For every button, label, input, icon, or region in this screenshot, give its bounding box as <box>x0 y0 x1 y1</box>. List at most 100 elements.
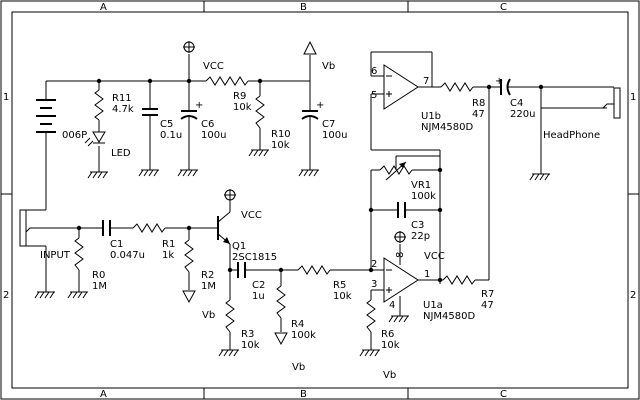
ground-c7 <box>298 169 319 177</box>
c7-name: C7 <box>322 119 335 130</box>
vb-symbol-top <box>303 40 317 55</box>
ground-headphone <box>529 173 550 181</box>
r9-name: R9 <box>233 91 246 102</box>
r2-value: 1M <box>201 281 216 292</box>
ground-r6 <box>359 349 380 357</box>
c3-name: C3 <box>411 220 424 231</box>
battery-label: 006P <box>62 130 87 141</box>
c7-polarity: + <box>316 100 324 111</box>
r1-value: 1k <box>162 250 174 261</box>
vb-r2-label: Vb <box>202 310 215 321</box>
u1b-pin-5: 5 <box>371 90 377 101</box>
vr1-value: 100k <box>411 191 436 202</box>
r0-value: 1M <box>92 281 107 292</box>
c2-name: C2 <box>252 280 265 291</box>
resistor-r0 <box>74 237 84 271</box>
ground-c5 <box>138 169 159 177</box>
vb-symbol-r2 <box>182 290 196 304</box>
u1b-value: NJM4580D <box>421 122 474 133</box>
r7-value: 47 <box>481 300 494 311</box>
c4-name: C4 <box>510 98 523 109</box>
ground-c6 <box>177 169 198 177</box>
r8-value: 47 <box>472 109 485 120</box>
r10-value: 10k <box>271 140 290 151</box>
opamp-u1b <box>383 64 419 110</box>
wires <box>34 51 607 350</box>
u1a-pin-4: 4 <box>389 300 395 311</box>
q1-name: Q1 <box>232 241 246 252</box>
c6-polarity: + <box>195 100 203 111</box>
c5-value: 0.1u <box>160 130 182 141</box>
resistor-r1 <box>132 223 166 233</box>
border-col-b-top: B <box>300 2 307 13</box>
r2-name: R2 <box>201 270 214 281</box>
u1a-value: NJM4580D <box>423 311 476 322</box>
c1-name: C1 <box>110 239 123 250</box>
r1-name: R1 <box>162 239 175 250</box>
c4-polarity: + <box>495 76 503 87</box>
battery-006p <box>36 99 56 133</box>
ground-r3 <box>218 349 239 357</box>
resistor-r10 <box>255 95 265 129</box>
ground-input-jack <box>34 246 55 299</box>
ground-r10 <box>248 149 269 157</box>
r4-value: 100k <box>291 330 316 341</box>
c6-name: C6 <box>201 119 214 130</box>
u1a-pin-8: 8 <box>395 252 406 258</box>
ground-r0 <box>67 291 88 299</box>
c4-value: 220u <box>510 109 535 120</box>
capacitor-c7 <box>301 110 319 120</box>
vcc-top-label: VCC <box>203 61 224 72</box>
capacitor-c6 <box>180 110 198 120</box>
c2-value: 1u <box>252 291 265 302</box>
r6-name: R6 <box>381 329 394 340</box>
capacitor-c2 <box>237 262 246 278</box>
c1-value: 0.047u <box>110 250 145 261</box>
u1b-name: U1b <box>421 111 441 122</box>
resistor-r11 <box>94 89 104 121</box>
u1a-pin-1: 1 <box>424 269 430 280</box>
border-row-2-left: 2 <box>3 290 9 301</box>
resistor-r6 <box>366 299 376 333</box>
border-row-1-right: 1 <box>630 92 636 103</box>
r4-name: R4 <box>291 319 304 330</box>
border-col-a-bottom: A <box>100 389 107 400</box>
capacitor-c5 <box>142 108 158 116</box>
r6-value: 10k <box>381 340 400 351</box>
vcc-q1-label: VCC <box>241 210 262 221</box>
r10-name: R10 <box>271 129 291 140</box>
vcc-symbol-top <box>183 41 195 53</box>
vcc-symbol-u1a <box>394 231 406 243</box>
r11-name: R11 <box>112 93 132 104</box>
opamp-u1a <box>383 257 419 303</box>
vcc-symbol-q1 <box>224 189 236 201</box>
headphone-label: HeadPhone <box>543 130 600 141</box>
r8-name: R8 <box>472 98 485 109</box>
vr1-name: VR1 <box>411 180 431 191</box>
resistor-r4 <box>276 285 286 319</box>
vb-top-label: Vb <box>322 61 335 72</box>
border-col-b-bottom: B <box>300 389 307 400</box>
led-symbol <box>84 131 106 147</box>
vb-symbol-r4 <box>274 332 288 346</box>
r5-value: 10k <box>333 291 352 302</box>
r3-value: 10k <box>241 340 260 351</box>
c6-value: 100u <box>201 130 226 141</box>
u1a-pin-2: 2 <box>371 259 377 270</box>
u1b-pin-6: 6 <box>371 66 377 77</box>
resistor-r3 <box>225 299 235 333</box>
resistor-r5 <box>297 265 331 275</box>
border-row-1-left: 1 <box>3 92 9 103</box>
capacitor-c4 <box>500 78 511 96</box>
border-col-c-top: C <box>500 2 507 13</box>
potentiometer-vr1 <box>379 161 413 181</box>
q1-value: 2SC1815 <box>232 252 277 263</box>
resistor-r8 <box>440 82 474 92</box>
c5-name: C5 <box>160 119 173 130</box>
r11-value: 4.7k <box>112 104 134 115</box>
r3-name: R3 <box>241 329 254 340</box>
border-col-a-top: A <box>100 2 107 13</box>
headphone-jack <box>602 86 621 119</box>
vcc-u1a-label: VCC <box>424 251 445 262</box>
